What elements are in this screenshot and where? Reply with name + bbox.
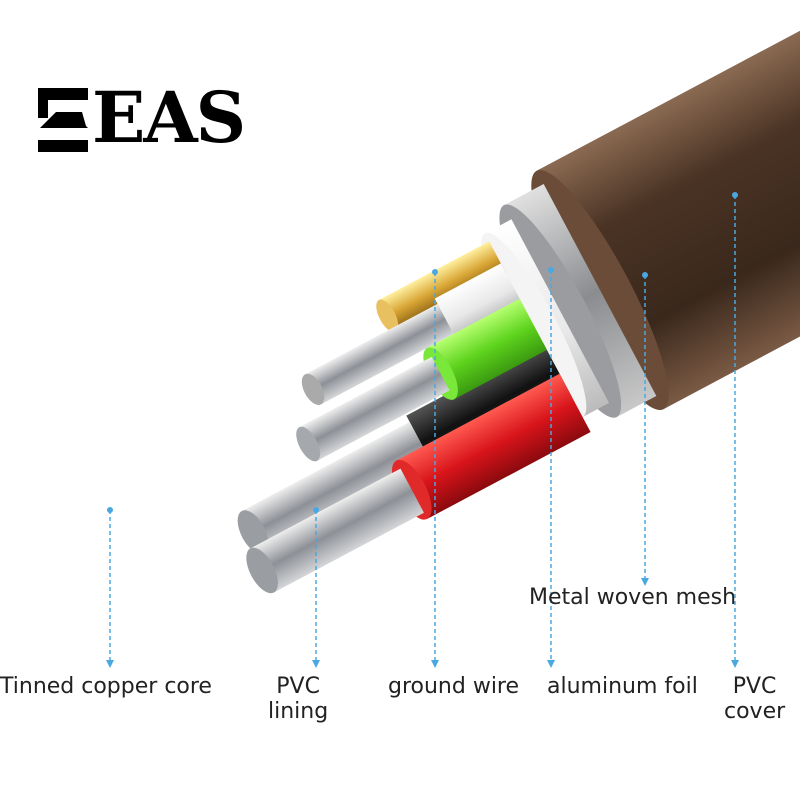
label-pvc-cover-line1: PVC (732, 674, 777, 699)
logo: EAS (92, 76, 246, 159)
label-pvc-cover-line2: cover (724, 699, 786, 724)
red-wire (246, 373, 591, 594)
label-pvc-lining-line2: lining (268, 699, 329, 724)
label-tinned-copper-core: Tinned copper core (0, 674, 212, 699)
label-pvc-lining-line1: PVC (276, 674, 320, 699)
label-metal-woven-mesh: Metal woven mesh (529, 585, 737, 610)
label-pvc-lining: PVC lining (268, 674, 328, 724)
logo-house-mark (38, 88, 88, 152)
leader-lines (106, 192, 739, 668)
label-aluminum-foil: aluminum foil (547, 674, 698, 699)
label-ground-wire: ground wire (388, 674, 520, 699)
white-wire (301, 263, 523, 405)
green-wire (296, 298, 547, 462)
ground-wire (376, 241, 507, 333)
label-pvc-cover: PVC cover (724, 674, 785, 724)
